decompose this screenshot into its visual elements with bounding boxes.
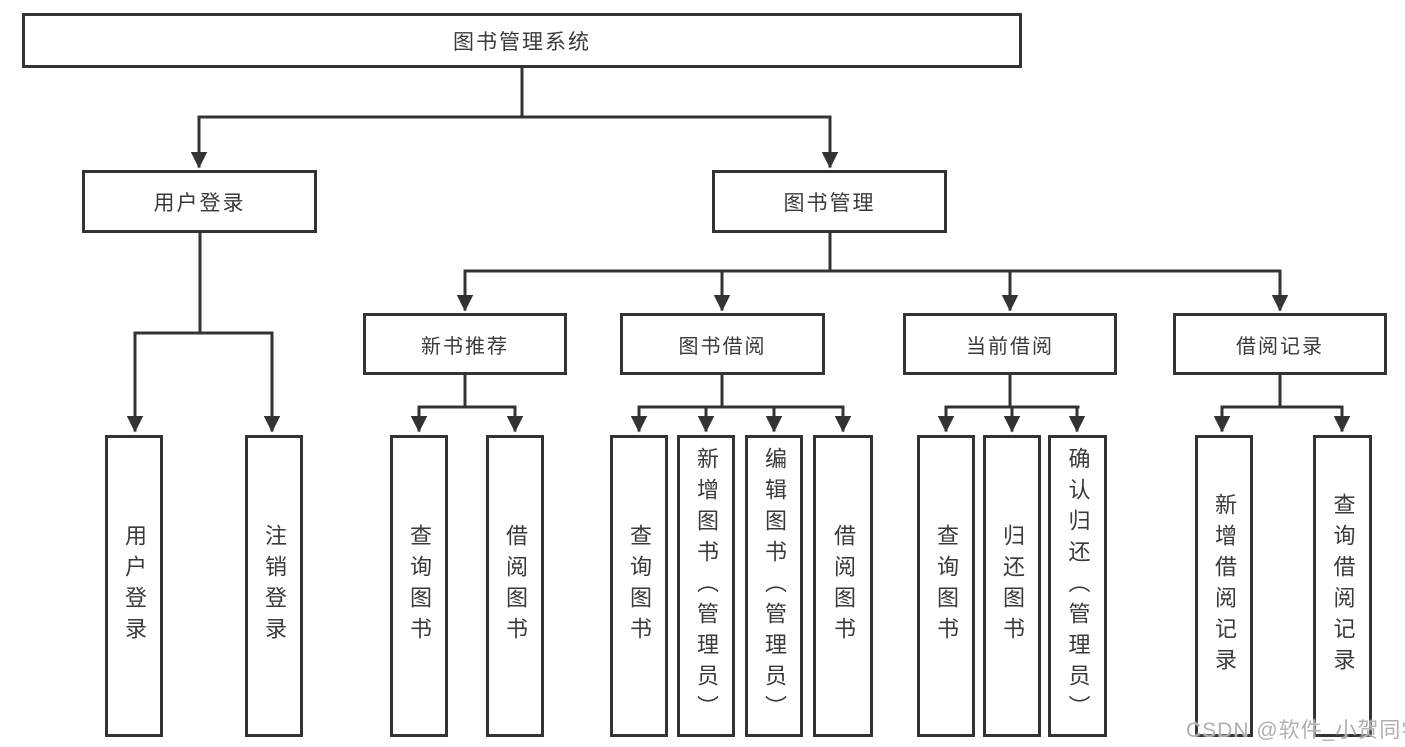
leaf-confirm-return-admin-label: 确认归还（管理员）: [1065, 446, 1091, 726]
leaf-query-borrow-record-label: 查询借阅记录: [1330, 493, 1356, 679]
connector-lines: [126, 66, 1351, 433]
leaf-return-book-label: 归还图书: [1000, 524, 1025, 648]
leaf-query-book-borrow: 查询图书: [610, 435, 668, 737]
node-borrow-records-label: 借阅记录: [1236, 335, 1324, 358]
leaf-query-book-current: 查询图书: [917, 435, 975, 737]
leaf-edit-book-admin-label: 编辑图书（管理员）: [762, 446, 787, 726]
node-book-management-label: 图书管理: [783, 191, 876, 215]
leaf-edit-book-admin: 编辑图书（管理员）: [745, 435, 803, 737]
leaf-user-login: 用户登录: [105, 435, 163, 737]
node-new-book-recommend-label: 新书推荐: [421, 335, 509, 358]
node-current-borrow-label: 当前借阅: [966, 335, 1054, 358]
node-user-login: 用户登录: [82, 170, 317, 233]
node-user-login-label: 用户登录: [153, 191, 246, 215]
node-root-label: 图书管理系统: [453, 30, 591, 54]
leaf-logout: 注销登录: [245, 435, 303, 737]
leaf-add-book-admin: 新增图书（管理员）: [677, 435, 735, 737]
leaf-borrow-book-recommend-label: 借阅图书: [503, 524, 528, 648]
node-book-borrow-label: 图书借阅: [678, 335, 767, 358]
leaf-add-borrow-record: 新增借阅记录: [1195, 435, 1253, 737]
node-current-borrow: 当前借阅: [903, 313, 1117, 375]
leaf-query-borrow-record: 查询借阅记录: [1313, 435, 1372, 737]
leaf-confirm-return-admin: 确认归还（管理员）: [1048, 435, 1107, 737]
leaf-borrow-book-recommend: 借阅图书: [486, 435, 544, 737]
node-root-system: 图书管理系统: [22, 13, 1022, 68]
leaf-return-book: 归还图书: [983, 435, 1041, 737]
node-new-book-recommend: 新书推荐: [363, 313, 567, 375]
node-book-management: 图书管理: [712, 170, 947, 233]
leaf-user-login-label: 用户登录: [122, 524, 147, 648]
leaf-query-book-current-label: 查询图书: [934, 524, 959, 648]
leaf-borrow-book: 借阅图书: [813, 435, 873, 737]
leaf-add-borrow-record-label: 新增借阅记录: [1212, 493, 1237, 679]
node-borrow-records: 借阅记录: [1173, 313, 1387, 375]
node-book-borrow: 图书借阅: [620, 313, 825, 375]
leaf-add-book-admin-label: 新增图书（管理员）: [694, 446, 719, 726]
watermark-text: CSDN @软件_小贺同学: [1186, 719, 1405, 742]
leaf-logout-label: 注销登录: [262, 524, 287, 648]
leaf-query-book-borrow-label: 查询图书: [627, 524, 652, 648]
leaf-query-book-recommend-label: 查询图书: [407, 524, 432, 648]
leaf-borrow-book-label: 借阅图书: [831, 524, 856, 648]
leaf-query-book-recommend: 查询图书: [390, 435, 448, 737]
